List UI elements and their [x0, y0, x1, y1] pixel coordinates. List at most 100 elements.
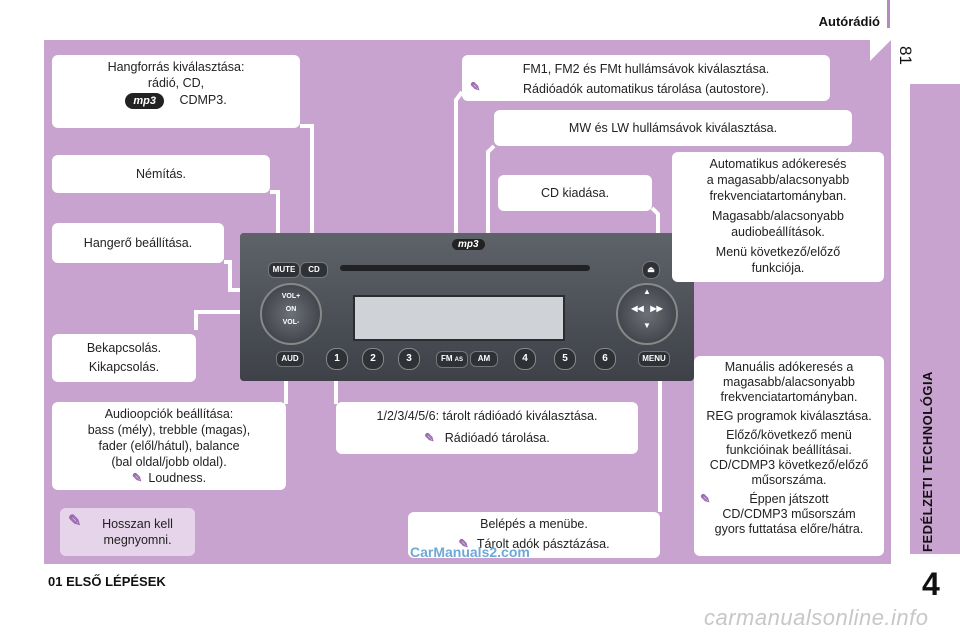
callout-auto-l6: Menü következő/előző	[715, 245, 841, 259]
callout-menu-line2: Tárolt adók pásztázása.	[476, 537, 610, 551]
callout-long-press-line2: megnyomni.	[103, 533, 172, 547]
preset-key-1[interactable]: 1	[326, 348, 348, 370]
callout-audio-line2: bass (mély), trebble (magas),	[87, 423, 251, 437]
long-press-menu-icon: ✎	[458, 537, 469, 551]
callout-manual-l1: Manuális adókeresés a	[724, 360, 854, 374]
cd-button[interactable]: CD	[300, 262, 328, 278]
callout-audio-line5: Loudness.	[148, 471, 207, 485]
callout-manual-l9-row: ✎ Éppen játszott	[700, 492, 878, 507]
callout-fm-line2: Rádióadók automatikus tárolása (autostor…	[523, 82, 769, 96]
panel-corner-fold	[870, 40, 891, 61]
tuning-ring[interactable]: ▲ ◀◀ ▶▶ ▼	[616, 283, 678, 345]
callout-source-line2: rádió, CD,	[147, 76, 205, 90]
callout-presets-line2-row: ✎ Rádióadó tárolása.	[342, 430, 632, 446]
callout-auto-l2: a magasabb/alacsonyabb	[706, 173, 850, 187]
mute-button[interactable]: MUTE	[268, 262, 300, 278]
callout-manual-search: Manuális adókeresés a magasabb/alacsonya…	[694, 356, 884, 556]
callout-fm: ✎ FM1, FM2 és FMt hullámsávok kiválasztá…	[462, 55, 830, 101]
aud-button[interactable]: AUD	[276, 351, 304, 367]
callout-menu: Belépés a menübe. ✎ Tárolt adók pásztázás…	[408, 512, 660, 558]
header-accent-bar	[887, 0, 890, 28]
long-press-legend-icon: ✎	[68, 513, 82, 530]
callout-presets-line1: 1/2/3/4/5/6: tárolt rádióadó kiválasztás…	[376, 409, 598, 423]
callout-audio-line1: Audioopciók beállítása:	[104, 407, 234, 421]
callout-manual-l4: REG programok kiválasztása.	[706, 409, 872, 423]
vol-down-label: VOL-	[282, 319, 300, 326]
callout-auto-l7: funkciója.	[751, 261, 805, 275]
eject-icon: ⏏	[647, 265, 655, 274]
rewind-icon: ◀◀	[631, 304, 644, 313]
arrow-down-icon: ▼	[643, 321, 651, 330]
arrow-up-icon: ▲	[643, 287, 651, 296]
callout-auto-search: Automatikus adókeresés a magasabb/alacso…	[672, 152, 884, 282]
preset-key-5[interactable]: 5	[554, 348, 576, 370]
callout-source-line1: Hangforrás kiválasztása:	[107, 60, 245, 74]
callout-source: Hangforrás kiválasztása: rádió, CD, mp3 …	[52, 55, 300, 128]
callout-power-line1: Bekapcsolás.	[86, 341, 162, 355]
callout-auto-l4: Magasabb/alacsonyabb	[711, 209, 845, 223]
callout-menu-line2-row: ✎ Tárolt adók pásztázása.	[414, 536, 654, 552]
callout-manual-l11: gyors futtatása előre/hátra.	[714, 522, 864, 536]
callout-long-press-line1: Hosszan kell	[102, 517, 173, 531]
callout-manual-l10: CD/CDMP3 műsorszám	[722, 507, 856, 521]
seek-icons: ◀◀ ▶▶	[618, 304, 676, 313]
callout-fm-line1: FM1, FM2 és FMt hullámsávok kiválasztása…	[522, 62, 770, 76]
callout-presets: 1/2/3/4/5/6: tárolt rádióadó kiválasztás…	[336, 402, 638, 454]
mp3-logo-icon: mp3	[125, 93, 164, 109]
callout-power: Bekapcsolás. Kikapcsolás.	[52, 334, 196, 382]
eject-button[interactable]: ⏏	[642, 261, 660, 279]
volume-knob[interactable]: VOL+ ON VOL-	[260, 283, 322, 345]
callout-auto-l3: frekvenciatartományban.	[709, 189, 847, 203]
callout-eject: CD kiadása.	[498, 175, 652, 211]
preset-key-2[interactable]: 2	[362, 348, 384, 370]
am-button[interactable]: AM	[470, 351, 498, 367]
callout-manual-l3: frekvenciatartományban.	[720, 390, 858, 404]
on-label: ON	[285, 306, 297, 313]
callout-auto-l5: audiobeállítások.	[731, 225, 825, 239]
callout-source-line3: CDMP3.	[179, 93, 227, 107]
callout-audio-line3: fader (elől/hátul), balance	[98, 439, 240, 453]
callout-manual-l5: Előző/következő menü	[726, 428, 852, 442]
callout-audio-line5-row: ✎ Loudness.	[58, 470, 280, 486]
callout-manual-l6: funkcióinak beállításai.	[726, 443, 852, 457]
line-mute	[270, 190, 280, 250]
chapter-strip	[910, 84, 960, 554]
callout-long-press: ✎ Hosszan kell megnyomni.	[60, 508, 195, 556]
long-press-fm-icon: ✎	[470, 80, 481, 94]
watermark-carmanuals2: CarManuals2.com	[410, 544, 530, 560]
callout-auto-l1: Automatikus adókeresés	[709, 157, 847, 171]
vol-up-label: VOL+	[281, 293, 301, 300]
callout-mw-lw: MW és LW hullámsávok kiválasztása.	[494, 110, 852, 146]
callout-manual-l7: CD/CDMP3 következő/előző	[709, 458, 869, 472]
cd-slot	[340, 265, 590, 271]
mp3-logo-radio: mp3	[452, 239, 485, 250]
preset-key-4[interactable]: 4	[514, 348, 536, 370]
chapter-number: 4	[922, 566, 940, 602]
watermark: carmanualsonline.info	[704, 605, 929, 630]
callout-source-line3-row: mp3 CDMP3.	[58, 92, 294, 109]
line-source	[300, 124, 314, 250]
callout-audio-line4: (bal oldal/jobb oldal).	[111, 455, 227, 469]
fm-as-label: AS	[454, 357, 463, 363]
long-press-manual-icon: ✎	[700, 492, 711, 506]
callout-manual-l9: Éppen játszott	[749, 492, 829, 506]
fm-label: FM	[441, 354, 453, 363]
callout-presets-line2: Rádióadó tárolása.	[444, 431, 550, 445]
callout-manual-l8: műsorszáma.	[751, 473, 827, 487]
forward-icon: ▶▶	[650, 304, 663, 313]
callout-mute: Némítás.	[52, 155, 270, 193]
preset-key-6[interactable]: 6	[594, 348, 616, 370]
callout-power-line2: Kikapcsolás.	[88, 360, 160, 374]
footer-section-title: 01 ELSŐ LÉPÉSEK	[48, 574, 166, 589]
callout-manual-l2: magasabb/alacsonyabb	[722, 375, 856, 389]
long-press-presets-icon: ✎	[424, 431, 435, 445]
callout-menu-line1: Belépés a menübe.	[480, 517, 588, 531]
menu-button[interactable]: MENU	[638, 351, 670, 367]
lcd-display	[353, 295, 565, 341]
preset-key-3[interactable]: 3	[398, 348, 420, 370]
header-title: Autórádió	[818, 14, 880, 29]
callout-volume: Hangerő beállítása.	[52, 223, 224, 263]
long-press-icon: ✎	[131, 471, 143, 485]
